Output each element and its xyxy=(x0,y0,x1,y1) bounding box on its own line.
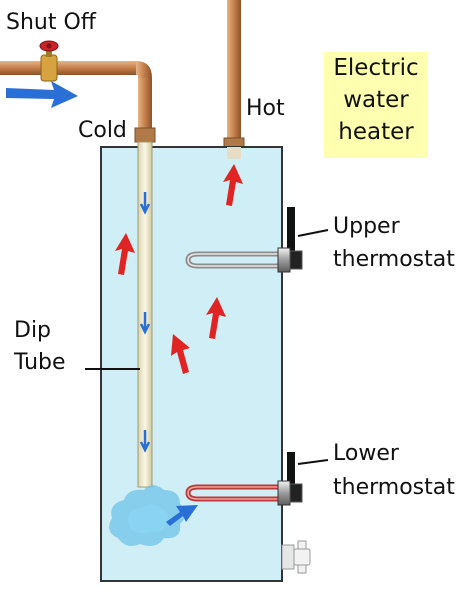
cold-inlet-pipe xyxy=(0,61,138,75)
cold-pipe-vertical xyxy=(138,78,152,130)
title-box: Electric water heater xyxy=(324,52,428,158)
dip-tube-arrow-3 xyxy=(139,430,151,453)
valve-icon xyxy=(39,40,59,82)
heat-arrow-icon xyxy=(115,164,243,374)
flow-arrow-icon xyxy=(6,81,78,108)
heating-element-icon xyxy=(185,207,303,273)
dip-tube-arrow-1 xyxy=(139,192,151,215)
title-line-3: heater xyxy=(338,119,414,145)
splash-flow-arrow xyxy=(166,505,198,526)
lower-thermostat-leader xyxy=(297,459,329,465)
dip-label: Dip xyxy=(14,318,52,343)
cold-label: Cold xyxy=(78,118,127,143)
upper-thermostat-leader xyxy=(297,229,329,237)
lower-heating-element xyxy=(185,452,303,506)
upper-thermostat-box xyxy=(287,207,295,251)
hot-outlet-nipple xyxy=(227,147,241,159)
upper-element-flange xyxy=(277,247,291,273)
hot-label: Hot xyxy=(246,96,285,121)
shut-off-label: Shut Off xyxy=(6,10,96,35)
lower-thermostat-label: thermostat xyxy=(333,475,455,500)
drain-valve-icon xyxy=(281,540,311,574)
hot-outlet-pipe xyxy=(227,0,241,142)
title-line-2: water xyxy=(343,87,409,113)
cold-water-splash-core xyxy=(128,504,168,534)
upper-thermostat-label: thermostat xyxy=(333,247,455,272)
cold-pipe-coupling xyxy=(134,127,156,143)
tube-label: Tube xyxy=(14,350,66,375)
lower-element-flange xyxy=(277,480,291,506)
cold-pipe-elbow xyxy=(136,61,152,82)
dip-tube-arrow-2 xyxy=(139,312,151,335)
upper-label: Upper xyxy=(333,214,400,239)
lower-thermostat-box xyxy=(287,452,295,486)
title-line-1: Electric xyxy=(333,55,419,81)
lower-label: Lower xyxy=(333,441,399,466)
